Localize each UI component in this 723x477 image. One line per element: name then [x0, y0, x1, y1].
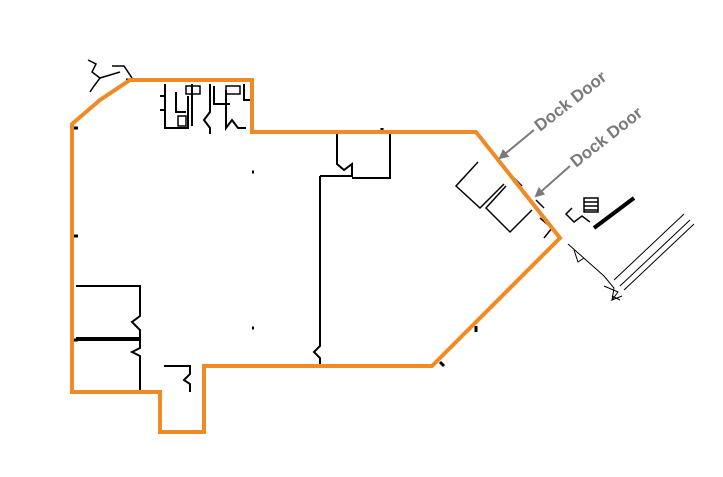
dock-door-label-2: Dock Door [567, 103, 647, 171]
central-divider [312, 176, 321, 366]
bottom-notch [164, 365, 191, 392]
dock-door-arrow-2 [534, 165, 571, 198]
dock-door-arrow-1 [498, 129, 535, 160]
office-notch-right [352, 132, 391, 179]
building-outline [70, 78, 563, 434]
interior-walls [72, 59, 695, 393]
left-offices [76, 285, 141, 393]
right-angled-walls [567, 213, 695, 302]
dock-door-label-1: Dock Door [531, 67, 611, 135]
dock-door-boxes [454, 161, 554, 239]
stair-fixture [564, 197, 599, 223]
ramp-bar [592, 196, 636, 230]
restroom-cluster [160, 84, 250, 134]
office-notch [320, 132, 353, 177]
top-left-door [87, 59, 133, 93]
